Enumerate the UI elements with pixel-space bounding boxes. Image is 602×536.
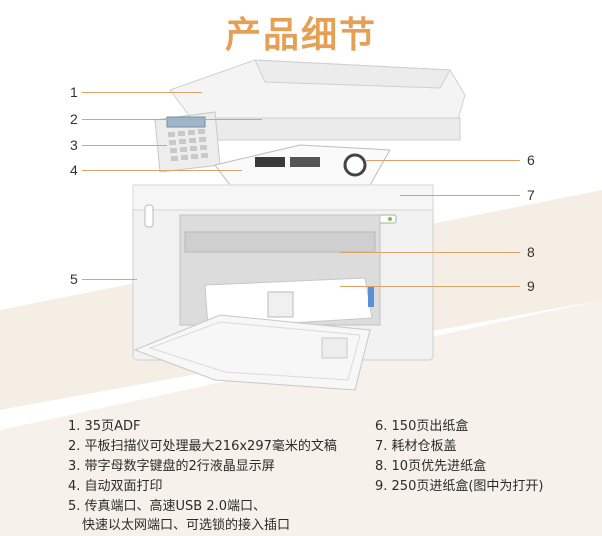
feature-4: 4. 自动双面打印: [68, 479, 163, 494]
callout-3: 3: [70, 137, 78, 153]
feature-1: 1. 35页ADF: [68, 419, 141, 434]
feature-9: 9. 250页进纸盒(图中为打开): [375, 479, 544, 494]
feature-3: 3. 带字母数字键盘的2行液晶显示屏: [68, 459, 275, 474]
callout-4: 4: [70, 162, 78, 178]
callout-2: 2: [70, 111, 78, 127]
callout-6-leader: [365, 160, 520, 161]
callout-4-leader: [82, 170, 242, 171]
callout-7-leader: [400, 195, 520, 196]
feature-5: 5. 传真端口、高速USB 2.0端口、: [68, 499, 267, 514]
callout-5: 5: [70, 271, 78, 287]
callout-2-leader: [82, 119, 262, 120]
callout-3-leader: [82, 145, 167, 146]
callout-8-leader: [340, 252, 520, 253]
feature-5-continued: 快速以太网端口、可选锁的接入插口: [82, 518, 291, 533]
feature-2: 2. 平板扫描仪可处理最大216x297毫米的文稿: [68, 439, 337, 454]
callout-8: 8: [527, 244, 535, 260]
callout-6: 6: [527, 152, 535, 168]
feature-6: 6. 150页出纸盒: [375, 419, 469, 434]
feature-8: 8. 10页优先进纸盒: [375, 459, 487, 474]
callout-5-leader: [82, 279, 137, 280]
feature-7: 7. 耗材仓板盖: [375, 439, 457, 454]
callout-9: 9: [527, 278, 535, 294]
callout-1: 1: [70, 84, 78, 100]
callout-1-leader: [82, 92, 202, 93]
callout-9-leader: [340, 286, 520, 287]
callout-7: 7: [527, 187, 535, 203]
page-title: 产品细节: [224, 15, 377, 56]
